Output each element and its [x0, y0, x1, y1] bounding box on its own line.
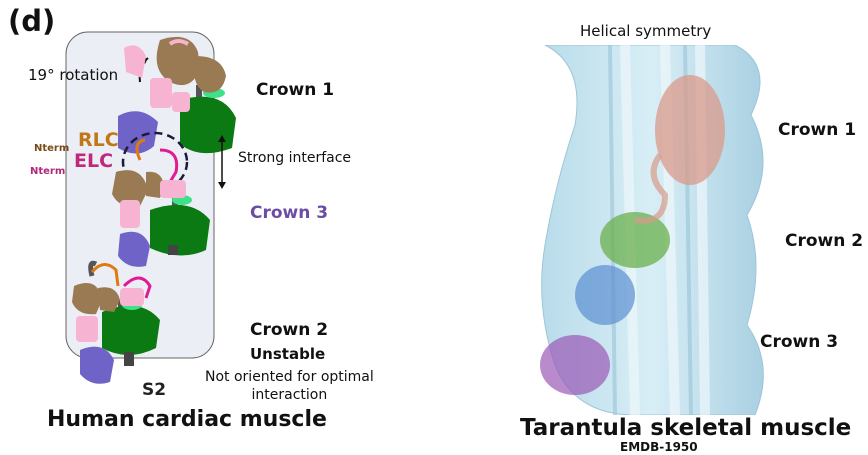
crown-2-label: Crown 2 — [250, 320, 328, 340]
s2-label: S2 — [142, 380, 166, 400]
heavy-chain — [150, 205, 210, 256]
salmon-head — [655, 75, 725, 185]
purple-head — [540, 335, 610, 395]
helical-symmetry-label: Helical symmetry — [580, 22, 711, 40]
not-oriented-label: Not oriented for optimal interaction — [205, 368, 374, 404]
tarantula-title: Tarantula skeletal muscle — [520, 415, 851, 441]
unstable-label: Unstable — [250, 345, 325, 363]
strong-interface-label: Strong interface — [238, 150, 351, 166]
not-oriented-line-2: interaction — [205, 386, 374, 404]
density-map — [515, 45, 780, 415]
rlc-label: RLC — [78, 129, 119, 151]
human-title: Human cardiac muscle — [47, 407, 327, 432]
crown-1-label: Crown 1 — [256, 80, 334, 100]
elc-label: ELC — [74, 150, 113, 172]
right-crown-2-label: Crown 2 — [785, 231, 863, 251]
heavy-chain — [102, 306, 160, 355]
nterm-rlc-label: Nterm — [34, 143, 69, 154]
blue-head — [575, 265, 635, 325]
not-oriented-line-1: Not oriented for optimal — [205, 368, 374, 386]
nterm-elc-label: Nterm — [30, 166, 65, 177]
right-crown-3-label: Crown 3 — [760, 332, 838, 352]
right-crown-1-label: Crown 1 — [778, 120, 856, 140]
crown-3-label: Crown 3 — [250, 203, 328, 223]
rotation-label: 19° rotation — [28, 66, 118, 84]
emdb-id: EMDB-1950 — [620, 440, 698, 454]
